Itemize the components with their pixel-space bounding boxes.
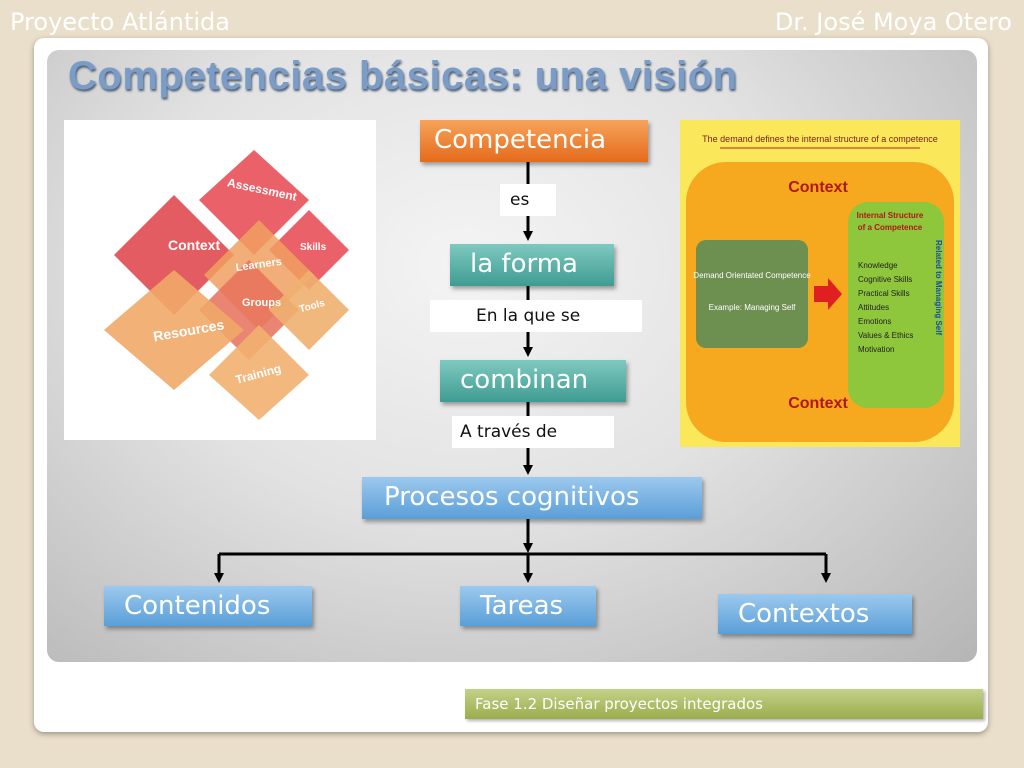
internal-item: Cognitive Skills <box>858 275 912 284</box>
context-bottom-label: Context <box>788 395 848 412</box>
node-competencia: Competencia <box>420 120 648 162</box>
internal-item: Practical Skills <box>858 289 910 298</box>
diamond-label-groups: Groups <box>242 297 281 309</box>
internal-item: Attitudes <box>858 303 889 312</box>
node-contextos: Contextos <box>718 594 912 634</box>
assessment-diamond <box>199 150 309 255</box>
connector-a-traves-de: A través de <box>452 416 614 448</box>
internal-item: Emotions <box>858 317 891 326</box>
node-combinan: combinan <box>440 360 626 402</box>
tools-diamond <box>269 270 349 350</box>
connector-en-la-que-se: En la que se <box>430 300 642 332</box>
footer-phase-label: Fase 1.2 Diseñar proyectos integrados <box>465 689 983 719</box>
structure-graphic: The demand defines the internal structur… <box>680 120 960 447</box>
node-contenidos: Contenidos <box>104 586 312 626</box>
node-tareas: Tareas <box>460 586 596 626</box>
diamonds-graphic: Assessment Context Skills Learners Group… <box>104 150 349 420</box>
diamond-label-context: Context <box>168 237 220 253</box>
header-project-name: Proyecto Atlántida <box>10 8 230 36</box>
internal-item: Motivation <box>858 345 894 354</box>
competence-diamonds-image: Assessment Context Skills Learners Group… <box>64 120 376 440</box>
internal-item: Knowledge <box>858 261 898 270</box>
slide-title: Competencias básicas: una visión <box>68 54 738 98</box>
training-diamond <box>209 325 309 420</box>
diamond-label-skills: Skills <box>300 242 327 253</box>
competence-structure-image: The demand defines the internal structur… <box>680 120 960 447</box>
connector-es: es <box>500 184 556 216</box>
structure-heading: The demand defines the internal structur… <box>702 134 938 144</box>
side-label: Related to Managing Self <box>934 240 943 335</box>
node-procesos-cognitivos: Procesos cognitivos <box>362 477 702 519</box>
header-author-name: Dr. José Moya Otero <box>774 8 1012 36</box>
internal-title-1: Internal Structure <box>857 211 924 220</box>
resources-diamond <box>104 270 244 390</box>
internal-title-2: of a Competence <box>858 223 923 232</box>
node-la-forma: la forma <box>450 244 614 286</box>
demand-box-title: Demand Orientated Competence <box>693 271 811 280</box>
context-diamond <box>114 195 234 315</box>
internal-item: Values & Ethics <box>858 331 913 340</box>
demand-box-example: Example: Managing Self <box>709 303 796 312</box>
arrow-icon <box>814 278 842 310</box>
context-top-label: Context <box>788 179 848 196</box>
